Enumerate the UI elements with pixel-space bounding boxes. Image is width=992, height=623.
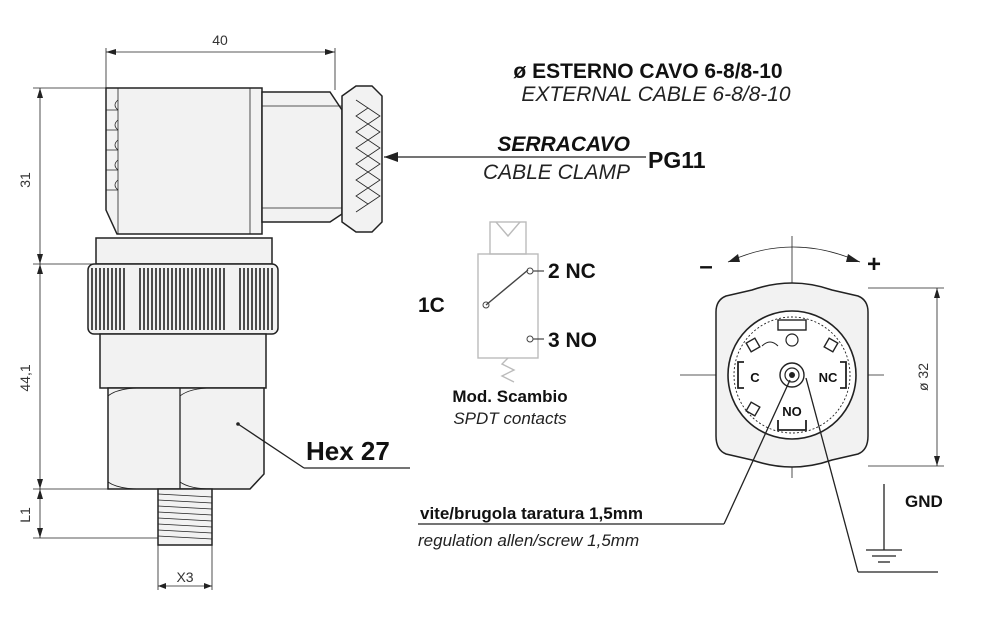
screw-label-en: regulation allen/screw 1,5mm	[418, 531, 639, 550]
middle-body	[99, 333, 267, 389]
height-dimensions: 31 44,1 L1	[17, 87, 160, 539]
socket-no: NO	[782, 404, 802, 419]
cable-title-en: EXTERNAL CABLE 6-8/8-10	[521, 83, 791, 106]
screw-label-it: vite/brugola taratura 1,5mm	[420, 504, 643, 523]
height-31-label: 31	[17, 172, 33, 188]
diameter-label: ø 32	[915, 363, 931, 391]
collar	[95, 237, 273, 265]
x3-label: X3	[176, 569, 193, 585]
gnd-label: GND	[905, 492, 943, 511]
socket-c: C	[750, 370, 760, 385]
hex-label: Hex 27	[306, 436, 390, 466]
cable-text: ø ESTERNO CAVO 6-8/8-10 EXTERNAL CABLE 6…	[513, 60, 791, 106]
hex-leader: Hex 27	[236, 422, 410, 469]
contact-no: 3 NO	[548, 329, 597, 352]
contact-nc: 2 NC	[548, 260, 596, 283]
hex-nut	[107, 387, 265, 490]
adjust-plus: +	[867, 251, 881, 278]
clamp-text: SERRACAVO CABLE CLAMP PG11	[483, 133, 706, 184]
side-view: 40 31 44,1 L1	[17, 32, 646, 590]
clamp-label-en: CABLE CLAMP	[483, 161, 630, 184]
contact-common: 1C	[418, 294, 445, 317]
cable-title-it: ø ESTERNO CAVO 6-8/8-10	[513, 60, 782, 83]
l1-label: L1	[17, 507, 33, 523]
spdt-title-it: Mod. Scambio	[452, 387, 567, 406]
knurled-ring	[87, 263, 279, 335]
clamp-leader	[384, 152, 646, 162]
adjust-minus: –	[699, 253, 712, 280]
clamp-label-it: SERRACAVO	[497, 133, 630, 156]
width-label: 40	[212, 32, 228, 48]
clamp-size: PG11	[648, 147, 706, 173]
width-dimension: 40	[105, 32, 336, 90]
connector-body	[105, 87, 343, 235]
height-44-label: 44,1	[17, 364, 33, 391]
socket-nc: NC	[819, 370, 838, 385]
spdt-schematic: 1C 2 NC 3 NO Mod. Scambio SPDT contacts	[418, 221, 597, 428]
front-view: – + ø 32 C NC NO	[418, 236, 944, 573]
spdt-title-en: SPDT contacts	[453, 409, 567, 428]
cable-clamp-nut	[341, 85, 383, 233]
thread: X3	[157, 488, 213, 590]
